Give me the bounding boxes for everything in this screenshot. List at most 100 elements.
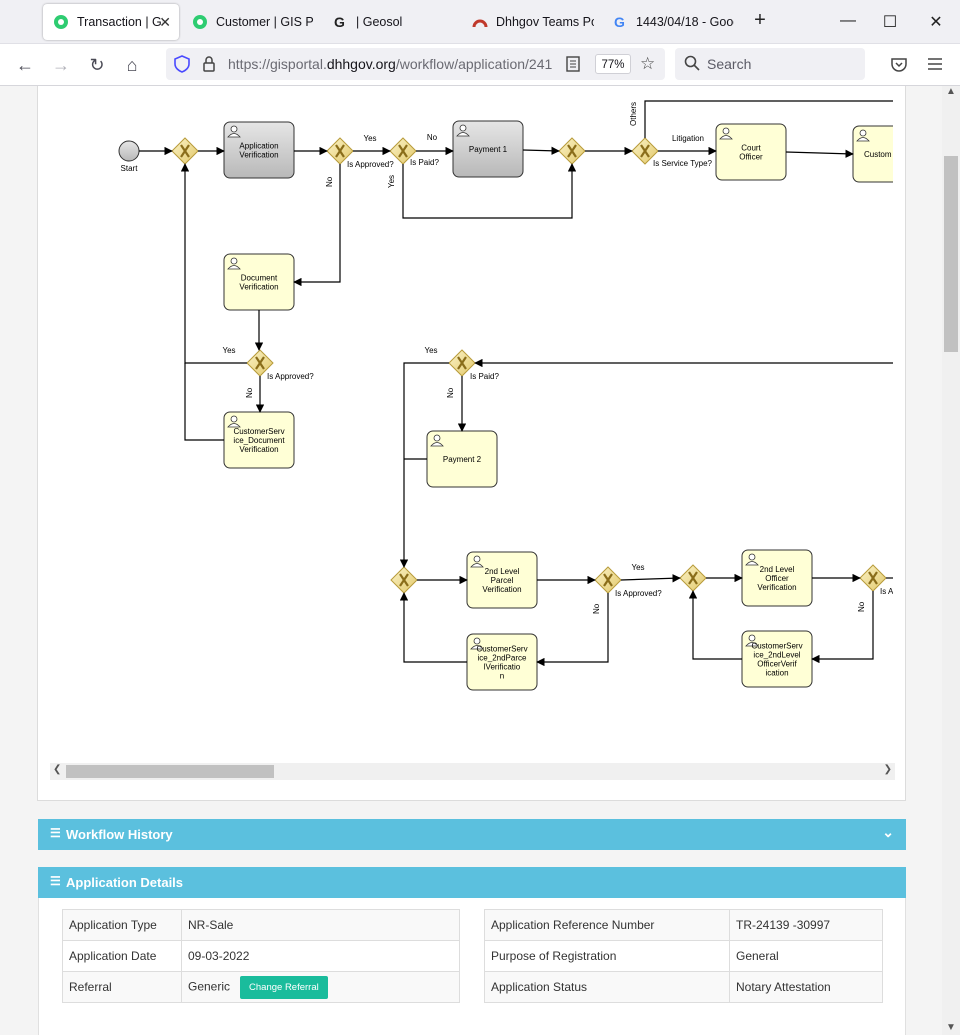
user-head <box>859 129 867 137</box>
tab-dhhgov-teams[interactable]: Dhhgov Teams Po <box>462 4 598 40</box>
search-box[interactable]: Search <box>675 48 865 80</box>
pocket-icon[interactable] <box>890 56 908 79</box>
table-row: Purpose of Registration General <box>484 940 883 972</box>
shield-icon[interactable] <box>174 55 190 78</box>
scroll-down-icon[interactable]: ▼ <box>946 1022 956 1033</box>
maximize-icon[interactable]: ☐ <box>882 14 898 31</box>
start-label: Start <box>121 164 139 173</box>
detail-label: Purpose of Registration <box>484 940 730 972</box>
diagram-horizontal-scrollbar[interactable]: ❮ ❯ <box>50 763 895 780</box>
user-head <box>230 415 238 423</box>
scroll-left-icon[interactable]: ❮ <box>53 764 62 775</box>
url-path: /workflow/application/241 <box>395 56 553 72</box>
task-label: Document <box>241 274 278 283</box>
gateway-merge-officer[interactable] <box>679 564 707 592</box>
gateway-parcel-approved[interactable] <box>594 566 622 594</box>
tab-google[interactable]: G 1443/04/18 - Goog <box>602 4 738 40</box>
sequence-flow <box>785 149 854 158</box>
gateway-x-icon <box>180 144 190 158</box>
task-cs-2nd-level-officer-verification[interactable]: CustomerService_2ndLevelOfficerVerificat… <box>741 630 813 688</box>
task-payment-2[interactable]: Payment 2 <box>426 430 498 488</box>
tab-geosol[interactable]: G | Geosol <box>322 4 458 40</box>
user-task-icon <box>470 637 484 650</box>
flow-label-no: No <box>857 601 866 612</box>
scrollbar-thumb[interactable] <box>944 156 958 352</box>
window-close-icon[interactable]: ✕ <box>929 14 943 31</box>
user-task-icon <box>227 415 241 428</box>
sequence-flow <box>644 100 893 138</box>
flow-label-no: No <box>592 603 601 614</box>
tab-transaction[interactable]: Transaction | GIS ✕ <box>43 4 179 40</box>
url-text[interactable]: https://gisportal.dhhgov.org/workflow/ap… <box>228 56 558 72</box>
list-icon: ☰ <box>50 874 61 888</box>
zoom-level-badge[interactable]: 77% <box>595 54 631 74</box>
reader-view-icon[interactable] <box>566 55 580 78</box>
gateway-label: Is A <box>880 587 893 596</box>
detail-label: Application Type <box>62 909 182 941</box>
gateway-merge-payment[interactable] <box>558 137 586 165</box>
scroll-up-icon[interactable]: ▲ <box>946 86 956 97</box>
navigation-bar: ← → ↻ ⌂ https://gisportal.dhhgov.org/wor… <box>0 44 960 86</box>
task-customer-service[interactable]: Custom Servi <box>852 125 893 183</box>
task-label: Payment 1 <box>469 145 508 154</box>
tab-customer[interactable]: Customer | GIS Po <box>182 4 318 40</box>
user-task-icon <box>745 634 759 647</box>
detail-value: General <box>729 940 883 972</box>
user-body <box>227 265 241 270</box>
change-referral-button[interactable]: Change Referral <box>240 975 328 999</box>
address-bar[interactable]: https://gisportal.dhhgov.org/workflow/ap… <box>166 48 665 80</box>
menu-icon[interactable] <box>927 56 943 77</box>
scroll-right-icon[interactable]: ❯ <box>883 764 892 775</box>
reload-icon[interactable]: ↻ <box>89 55 105 75</box>
back-arrow-icon[interactable]: ← <box>16 55 34 75</box>
new-tab-button[interactable]: + <box>754 9 766 31</box>
gateway-is-service-type[interactable] <box>631 137 659 165</box>
home-icon[interactable]: ⌂ <box>126 55 138 75</box>
gateway-x-icon <box>399 573 409 587</box>
scrollbar-thumb[interactable] <box>66 765 274 778</box>
tab-close-icon[interactable]: ✕ <box>159 14 171 30</box>
lock-icon[interactable] <box>202 55 216 78</box>
flow-label-yes: Yes <box>387 175 396 188</box>
bookmark-star-icon[interactable]: ☆ <box>640 54 656 73</box>
page-vertical-scrollbar[interactable]: ▲ ▼ <box>942 86 960 1035</box>
user-head <box>230 125 238 133</box>
task-label: Payment 2 <box>443 455 482 464</box>
task-payment-1[interactable]: Payment 1 <box>452 120 524 178</box>
gateway-label: Is Paid? <box>470 372 499 381</box>
task-label: 2nd Level <box>485 567 520 576</box>
workflow-history-panel-header[interactable]: ☰ Workflow History ⌄ <box>38 819 906 850</box>
application-details-panel-header[interactable]: ☰ Application Details <box>38 867 906 899</box>
gateway-merge-parcel[interactable] <box>390 566 418 594</box>
detail-label: Application Date <box>62 940 182 972</box>
url-domain: dhhgov.org <box>326 56 396 72</box>
gateway-x-icon <box>640 144 650 158</box>
forward-arrow-icon[interactable]: → <box>52 55 70 75</box>
gateway-start-merge[interactable] <box>171 137 199 165</box>
gis-favicon-icon <box>192 14 208 30</box>
search-icon <box>684 55 700 76</box>
chevron-down-icon[interactable]: ⌄ <box>882 824 894 840</box>
flow-label-no: No <box>427 133 438 142</box>
gateway-label: Is Service Type? <box>653 159 713 168</box>
sequence-flow <box>184 363 224 441</box>
detail-value: 09-03-2022 <box>181 940 460 972</box>
gateway-label: Is Paid? <box>410 158 439 167</box>
user-body <box>745 561 759 566</box>
gateway-officer-approved[interactable] <box>859 564 887 592</box>
svg-text:G: G <box>334 14 345 30</box>
task-label: Officer <box>739 153 763 162</box>
minimize-icon[interactable]: — <box>840 12 856 29</box>
user-body <box>456 132 470 137</box>
sequence-flow <box>399 592 467 663</box>
panel-title: Workflow History <box>66 827 173 842</box>
application-details-body: Application Type NR-Sale Application Dat… <box>38 898 906 1035</box>
